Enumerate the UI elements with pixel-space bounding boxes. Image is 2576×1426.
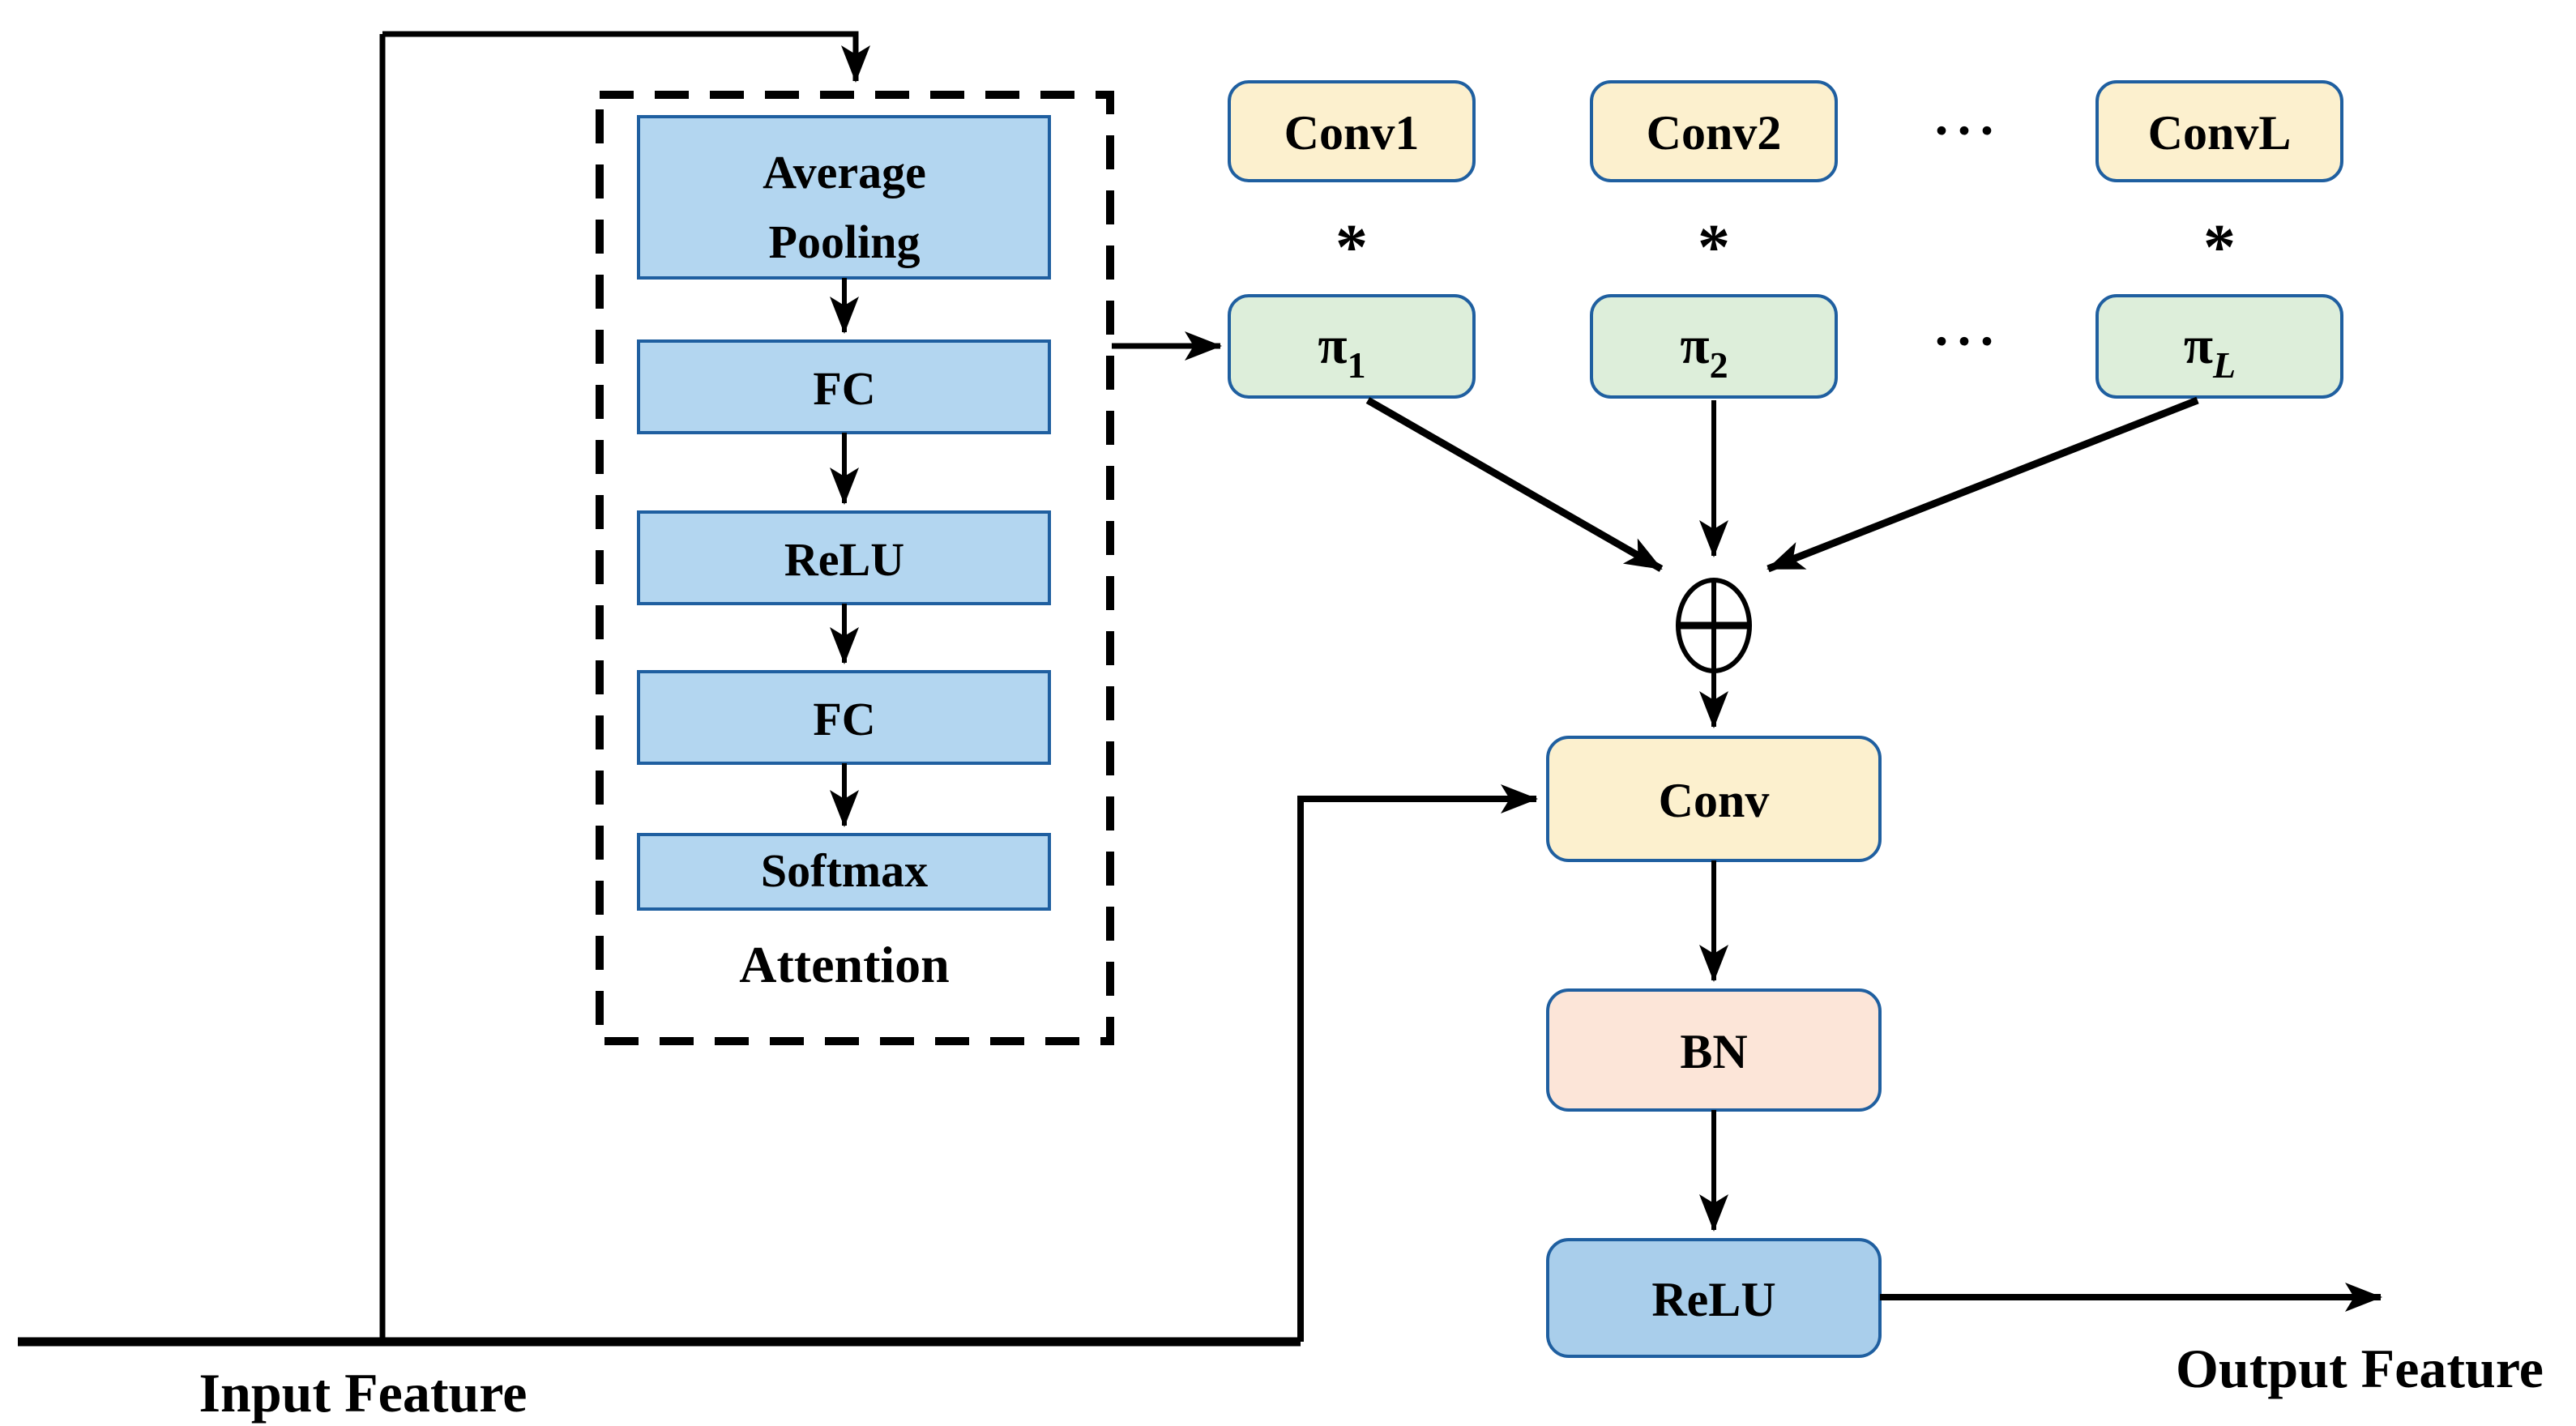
convL-kernel-label: ConvL [2148,106,2292,160]
average-pooling-box [637,115,1051,280]
average-pooling-label-line2: Pooling [769,216,921,268]
multiply-symbol-1: * [1335,212,1368,284]
aggregation [1365,396,2199,728]
multiply-symbol-2: * [1698,212,1730,284]
piL-to-sum-arrow [1766,396,2199,573]
fusion-conv-label: Conv [1659,774,1770,827]
pi1-to-sum-arrow [1365,397,1664,572]
weight-row: π1 π2 ··· πL [1228,294,2343,399]
piL-weight-box [2095,294,2343,399]
multiply-row: * * * [1335,212,2236,284]
conv2-kernel-box [1590,80,1838,182]
fusion-chain: Conv BN ReLU [1546,736,2382,1358]
attention-module-border [596,91,1114,1045]
input-to-conv-line [1297,784,1538,1342]
pi1-weight-label: π1 [1318,316,1365,386]
piL-weight-label: πL [2184,316,2236,386]
input-to-attention-line [382,31,870,83]
multiply-symbol-3: * [2203,212,2236,284]
fusion-relu-label: ReLU [1651,1273,1775,1326]
pi1-weight-box [1228,294,1476,399]
kernel-row-ellipsis: ··· [1933,101,2001,160]
attention-module-label: Attention [739,936,950,993]
softmax-label: Softmax [761,844,928,897]
fc1-label: FC [813,362,875,415]
average-pooling-label-line1: Average [763,146,926,199]
conv1-kernel-label: Conv1 [1284,106,1420,160]
bn-label: BN [1680,1025,1747,1078]
input-feature-label: Input Feature [199,1362,528,1424]
attention-relu-label: ReLU [784,533,904,586]
conv1-kernel-box [1228,80,1476,182]
fc1-box [637,339,1051,434]
convL-kernel-box [2095,80,2343,182]
pi2-weight-label: π2 [1680,316,1728,386]
attention-relu-box [637,510,1051,605]
input-feature-lines [18,31,1538,1347]
pi2-weight-box [1590,294,1838,399]
fc2-label: FC [813,693,875,745]
conv2-kernel-label: Conv2 [1647,106,1782,160]
output-feature-label: Output Feature [2176,1338,2544,1399]
kernel-row: Conv1 Conv2 ··· ConvL [1228,80,2343,182]
softmax-box [637,833,1051,911]
attention-module: Average Pooling FC ReLU FC Softmax Atten… [596,91,1114,1045]
weight-row-ellipsis: ··· [1933,312,2001,371]
